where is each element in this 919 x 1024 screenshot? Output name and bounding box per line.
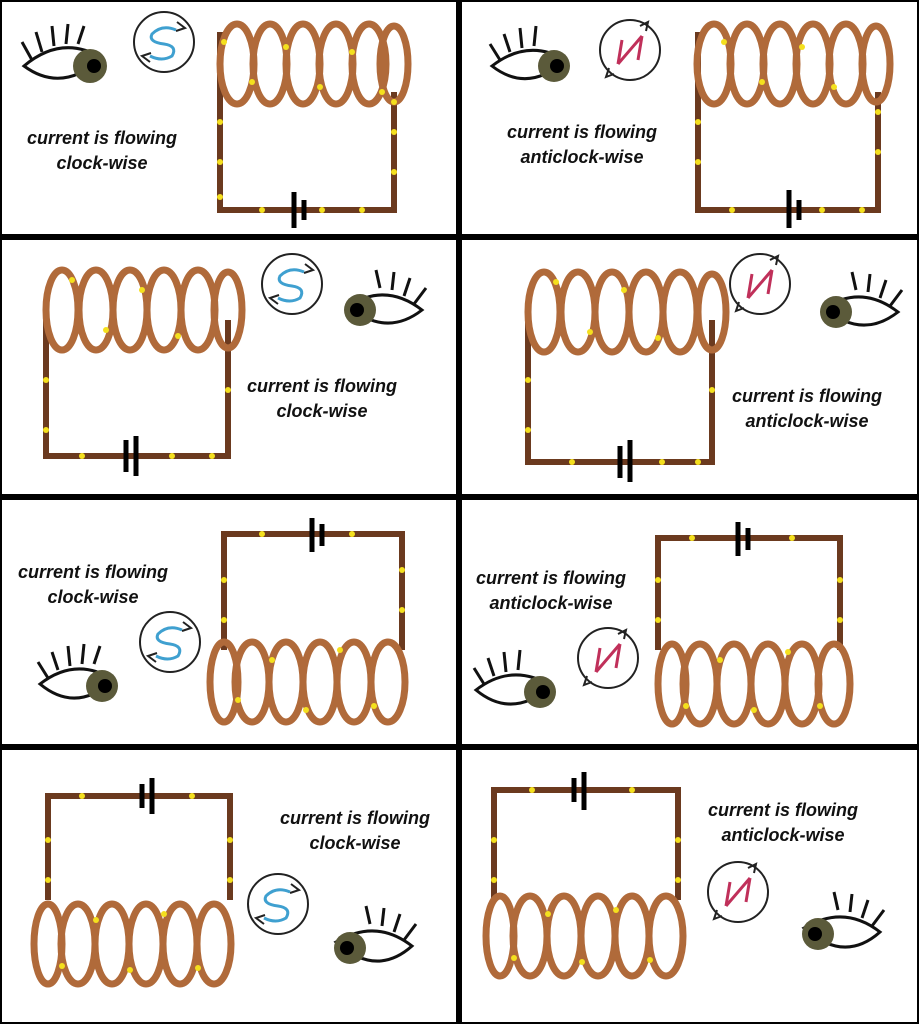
solenoid-coil	[42, 266, 246, 354]
caption-line-1: current is flowing	[732, 386, 883, 406]
current-direction-icon	[599, 19, 661, 81]
panel-7: current is flowing clock-wise	[2, 750, 456, 1022]
panel-3: current is flowing clock-wise	[2, 240, 456, 494]
solenoid-coil	[30, 900, 235, 988]
caption-line-1: current is flowing	[507, 122, 658, 142]
wire-circuit	[217, 32, 397, 213]
current-dots	[655, 535, 843, 713]
eye-icon	[20, 23, 107, 83]
battery-icon	[735, 522, 751, 556]
caption-line-2: clock-wise	[309, 833, 401, 853]
caption-line-1: current is flowing	[18, 562, 169, 582]
caption-line-2: anticlock-wise	[520, 147, 644, 167]
current-direction-icon	[261, 253, 323, 315]
battery-icon	[571, 772, 587, 810]
solenoid-coil	[206, 638, 409, 726]
battery-icon	[123, 436, 139, 476]
caption: current is flowing anticlock-wise	[732, 384, 882, 434]
eye-icon	[488, 25, 570, 82]
caption-line-1: current is flowing	[708, 800, 859, 820]
caption-line-2: clock-wise	[47, 587, 139, 607]
caption-line-1: current is flowing	[280, 808, 431, 828]
eye-icon	[333, 905, 418, 964]
current-dots	[525, 279, 715, 465]
caption: current is flowing clock-wise	[18, 560, 168, 610]
caption: current is flowing clock-wise	[280, 806, 430, 856]
circuit-5	[36, 518, 409, 726]
current-dots	[491, 787, 681, 965]
current-dots	[221, 531, 405, 713]
circuit-2	[488, 19, 894, 228]
current-direction-icon	[707, 861, 769, 923]
caption-line-1: current is flowing	[247, 376, 398, 396]
circuit-7	[30, 778, 418, 988]
battery-icon	[786, 190, 802, 228]
current-dots	[43, 277, 231, 459]
caption-line-1: current is flowing	[476, 568, 627, 588]
battery-icon	[617, 440, 633, 482]
current-direction-icon	[247, 873, 309, 935]
solenoid-coil	[216, 20, 412, 108]
caption: current is flowing clock-wise	[27, 126, 177, 176]
eye-icon	[820, 271, 904, 328]
panel-2: current is flowing anticlock-wise	[462, 2, 917, 234]
caption: current is flowing anticlock-wise	[708, 798, 858, 848]
caption-line-2: clock-wise	[276, 401, 368, 421]
circuit-8	[482, 772, 886, 980]
eye-icon	[344, 269, 428, 326]
current-direction-icon	[577, 627, 639, 689]
circuit-6	[472, 522, 854, 728]
panel-8: current is flowing anticlock-wise	[462, 750, 917, 1022]
current-direction-icon	[729, 253, 791, 315]
caption: current is flowing anticlock-wise	[476, 566, 626, 616]
caption: current is flowing anticlock-wise	[507, 120, 657, 170]
solenoid-coil	[524, 268, 730, 356]
circuit-4	[524, 253, 904, 482]
panel-5: current is flowing clock-wise	[2, 500, 456, 744]
panel-6: current is flowing anticlock-wise	[462, 500, 917, 744]
eye-icon	[36, 643, 118, 702]
caption-line-1: current is flowing	[27, 128, 178, 148]
battery-icon	[291, 192, 307, 228]
caption-line-2: clock-wise	[56, 153, 148, 173]
current-direction-icon	[133, 11, 195, 73]
solenoid-coil	[654, 640, 854, 728]
current-dots	[217, 39, 397, 213]
current-direction-icon	[139, 611, 201, 673]
current-dots	[45, 793, 233, 973]
circuit-1	[20, 11, 412, 228]
caption-line-2: anticlock-wise	[745, 411, 869, 431]
panel-1: current is flowing clock-wise	[2, 2, 456, 234]
battery-icon	[139, 778, 155, 814]
panel-4: current is flowing anticlock-wise	[462, 240, 917, 494]
battery-icon	[309, 518, 325, 552]
caption: current is flowing clock-wise	[247, 374, 397, 424]
eye-icon	[801, 891, 886, 950]
current-dots	[695, 39, 881, 213]
caption-line-2: anticlock-wise	[489, 593, 613, 613]
circuit-3	[42, 253, 428, 476]
solenoid-coil	[482, 892, 687, 980]
solenoid-coil	[693, 20, 894, 108]
eye-icon	[472, 649, 556, 708]
caption-line-2: anticlock-wise	[721, 825, 845, 845]
